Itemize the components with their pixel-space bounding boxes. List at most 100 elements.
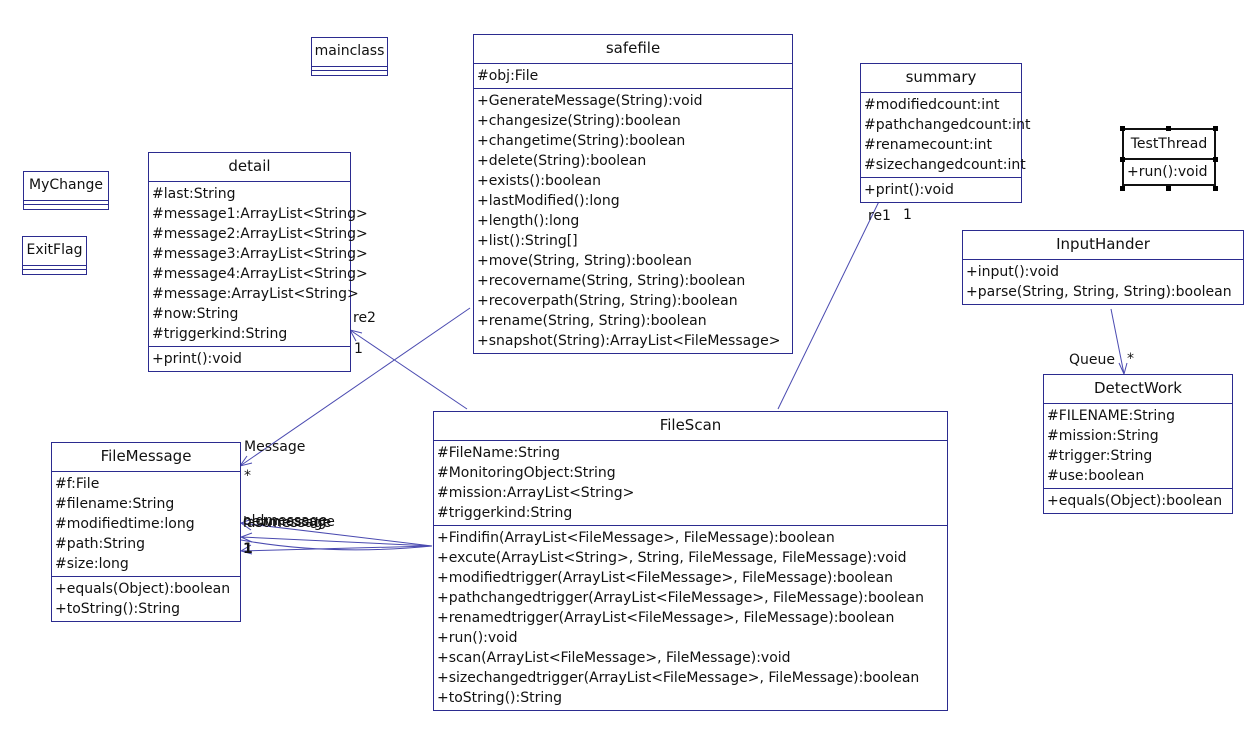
selection-handle[interactable] <box>1213 186 1218 191</box>
selection-handle[interactable] <box>1120 186 1125 191</box>
assoc-inputhander-detectwork <box>1110 308 1125 375</box>
multiplicity-overlap: 1 <box>243 541 253 557</box>
role-label-message: Message <box>244 439 306 455</box>
method: +delete(String):boolean <box>477 153 647 169</box>
class-name: detail <box>149 153 350 182</box>
class-name: FileScan <box>434 412 947 441</box>
attribute: #modifiedtime:long <box>55 516 195 532</box>
method: +changesize(String):boolean <box>477 113 681 129</box>
method: +pathchangedtrigger(ArrayList<FileMessag… <box>437 590 924 606</box>
attribute: #triggerkind:String <box>437 505 573 521</box>
attributes: #FileName:String #MonitoringObject:Strin… <box>434 441 947 526</box>
attribute: #renamecount:int <box>864 137 992 153</box>
class-testthread[interactable]: TestThread +run():void <box>1122 128 1216 186</box>
attributes: #FILENAME:String #mission:String #trigge… <box>1044 404 1232 489</box>
attribute: #mission:ArrayList<String> <box>437 485 635 501</box>
class-mychange[interactable]: MyChange <box>23 171 109 210</box>
method: +equals(Object):boolean <box>1047 493 1223 509</box>
methods: +equals(Object):boolean +toString():Stri… <box>52 577 240 621</box>
method: +run():void <box>1127 164 1208 180</box>
attributes: #f:File #filename:String #modifiedtime:l… <box>52 472 240 577</box>
method: +scan(ArrayList<FileMessage>, FileMessag… <box>437 650 791 666</box>
attributes: #modifiedcount:int #pathchangedcount:int… <box>861 93 1030 178</box>
class-name: summary <box>861 64 1021 93</box>
attribute: #modifiedcount:int <box>864 97 1000 113</box>
class-name: FileMessage <box>52 443 240 472</box>
method: +run():void <box>437 630 518 646</box>
class-filescan[interactable]: FileScan #FileName:String #MonitoringObj… <box>433 411 948 711</box>
attribute: #sizechangedcount:int <box>864 157 1026 173</box>
selection-handle[interactable] <box>1166 126 1171 131</box>
assoc-filescan-filemessage-curve <box>240 539 433 551</box>
attributes: #obj:File <box>474 64 792 89</box>
class-exitflag[interactable]: ExitFlag <box>22 236 87 275</box>
class-mainclass[interactable]: mainclass <box>311 37 388 76</box>
assoc-filescan-filemessage-2 <box>240 536 433 547</box>
class-name: InputHander <box>963 231 1243 260</box>
method: +changetime(String):boolean <box>477 133 686 149</box>
arrowhead-filemessage-2 <box>239 532 253 543</box>
methods: +equals(Object):boolean <box>1044 489 1232 513</box>
selection-handle[interactable] <box>1166 186 1171 191</box>
attribute: #message2:ArrayList<String> <box>152 226 368 242</box>
class-summary[interactable]: summary #modifiedcount:int #pathchangedc… <box>860 63 1030 203</box>
assoc-filescan-detail <box>349 329 468 410</box>
role-label-queue: Queue <box>1069 352 1115 368</box>
attribute: #FILENAME:String <box>1047 408 1176 424</box>
role-label-lastmessage: lastmessage <box>243 515 332 531</box>
selection-handle[interactable] <box>1120 157 1125 162</box>
attribute: #size:long <box>55 556 129 572</box>
method: +print():void <box>152 351 242 367</box>
method: +recovername(String, String):boolean <box>477 273 746 289</box>
attribute: #message1:ArrayList<String> <box>152 206 368 222</box>
method: +toString():String <box>437 690 562 706</box>
class-inputhander[interactable]: InputHander +input():void +parse(String,… <box>962 230 1244 305</box>
class-name: DetectWork <box>1044 375 1232 404</box>
method: +snapshot(String):ArrayList<FileMessage> <box>477 333 781 349</box>
arrowhead-filemessage-3 <box>239 544 253 555</box>
assoc-filescan-filemessage-1 <box>240 522 433 547</box>
class-name: MyChange <box>24 172 108 201</box>
method: +recoverpath(String, String):boolean <box>477 293 738 309</box>
attribute: #triggerkind:String <box>152 326 288 342</box>
multiplicity-re1: 1 <box>903 207 912 223</box>
method: +exists():boolean <box>477 173 601 189</box>
role-label-newmessage: newmessage <box>243 514 335 530</box>
method: +lastModified():long <box>477 193 620 209</box>
assoc-filescan-summary <box>777 186 887 410</box>
assoc-safefile-filemessage <box>239 307 471 467</box>
method: +print():void <box>864 182 954 198</box>
class-detectwork[interactable]: DetectWork #FILENAME:String #mission:Str… <box>1043 374 1233 514</box>
selection-handle[interactable] <box>1213 157 1218 162</box>
method: +list():String[] <box>477 233 578 249</box>
attribute: #message3:ArrayList<String> <box>152 246 368 262</box>
attribute: #now:String <box>152 306 239 322</box>
attribute: #path:String <box>55 536 146 552</box>
attribute: #message:ArrayList<String> <box>152 286 359 302</box>
role-label-re2: re2 <box>353 310 376 326</box>
class-safefile[interactable]: safefile #obj:File +GenerateMessage(Stri… <box>473 34 793 354</box>
selection-handle[interactable] <box>1213 126 1218 131</box>
method: +excute(ArrayList<String>, String, FileM… <box>437 550 907 566</box>
method: +Findifin(ArrayList<FileMessage>, FileMe… <box>437 530 835 546</box>
method: +modifiedtrigger(ArrayList<FileMessage>,… <box>437 570 894 586</box>
method: +renamedtrigger(ArrayList<FileMessage>, … <box>437 610 895 626</box>
class-detail[interactable]: detail #last:String #message1:ArrayList<… <box>148 152 368 372</box>
role-label-oldmessage: oldmessage <box>243 513 328 529</box>
selection-handle[interactable] <box>1120 126 1125 131</box>
method: +sizechangedtrigger(ArrayList<FileMessag… <box>437 670 920 686</box>
attribute: #trigger:String <box>1047 448 1153 464</box>
method: +GenerateMessage(String):void <box>477 93 703 109</box>
class-name: mainclass <box>312 38 387 67</box>
attribute: #FileName:String <box>437 445 560 461</box>
attribute: #f:File <box>55 476 100 492</box>
class-filemessage[interactable]: FileMessage #f:File #filename:String #mo… <box>51 442 241 622</box>
method: +input():void <box>966 264 1060 280</box>
class-name: ExitFlag <box>23 237 86 266</box>
multiplicity-queue: * <box>1127 351 1134 367</box>
method: +rename(String, String):boolean <box>477 313 707 329</box>
method: +equals(Object):boolean <box>55 581 231 597</box>
methods: +input():void +parse(String, String, Str… <box>963 260 1243 304</box>
attribute: #use:boolean <box>1047 468 1145 484</box>
attribute: #MonitoringObject:String <box>437 465 616 481</box>
